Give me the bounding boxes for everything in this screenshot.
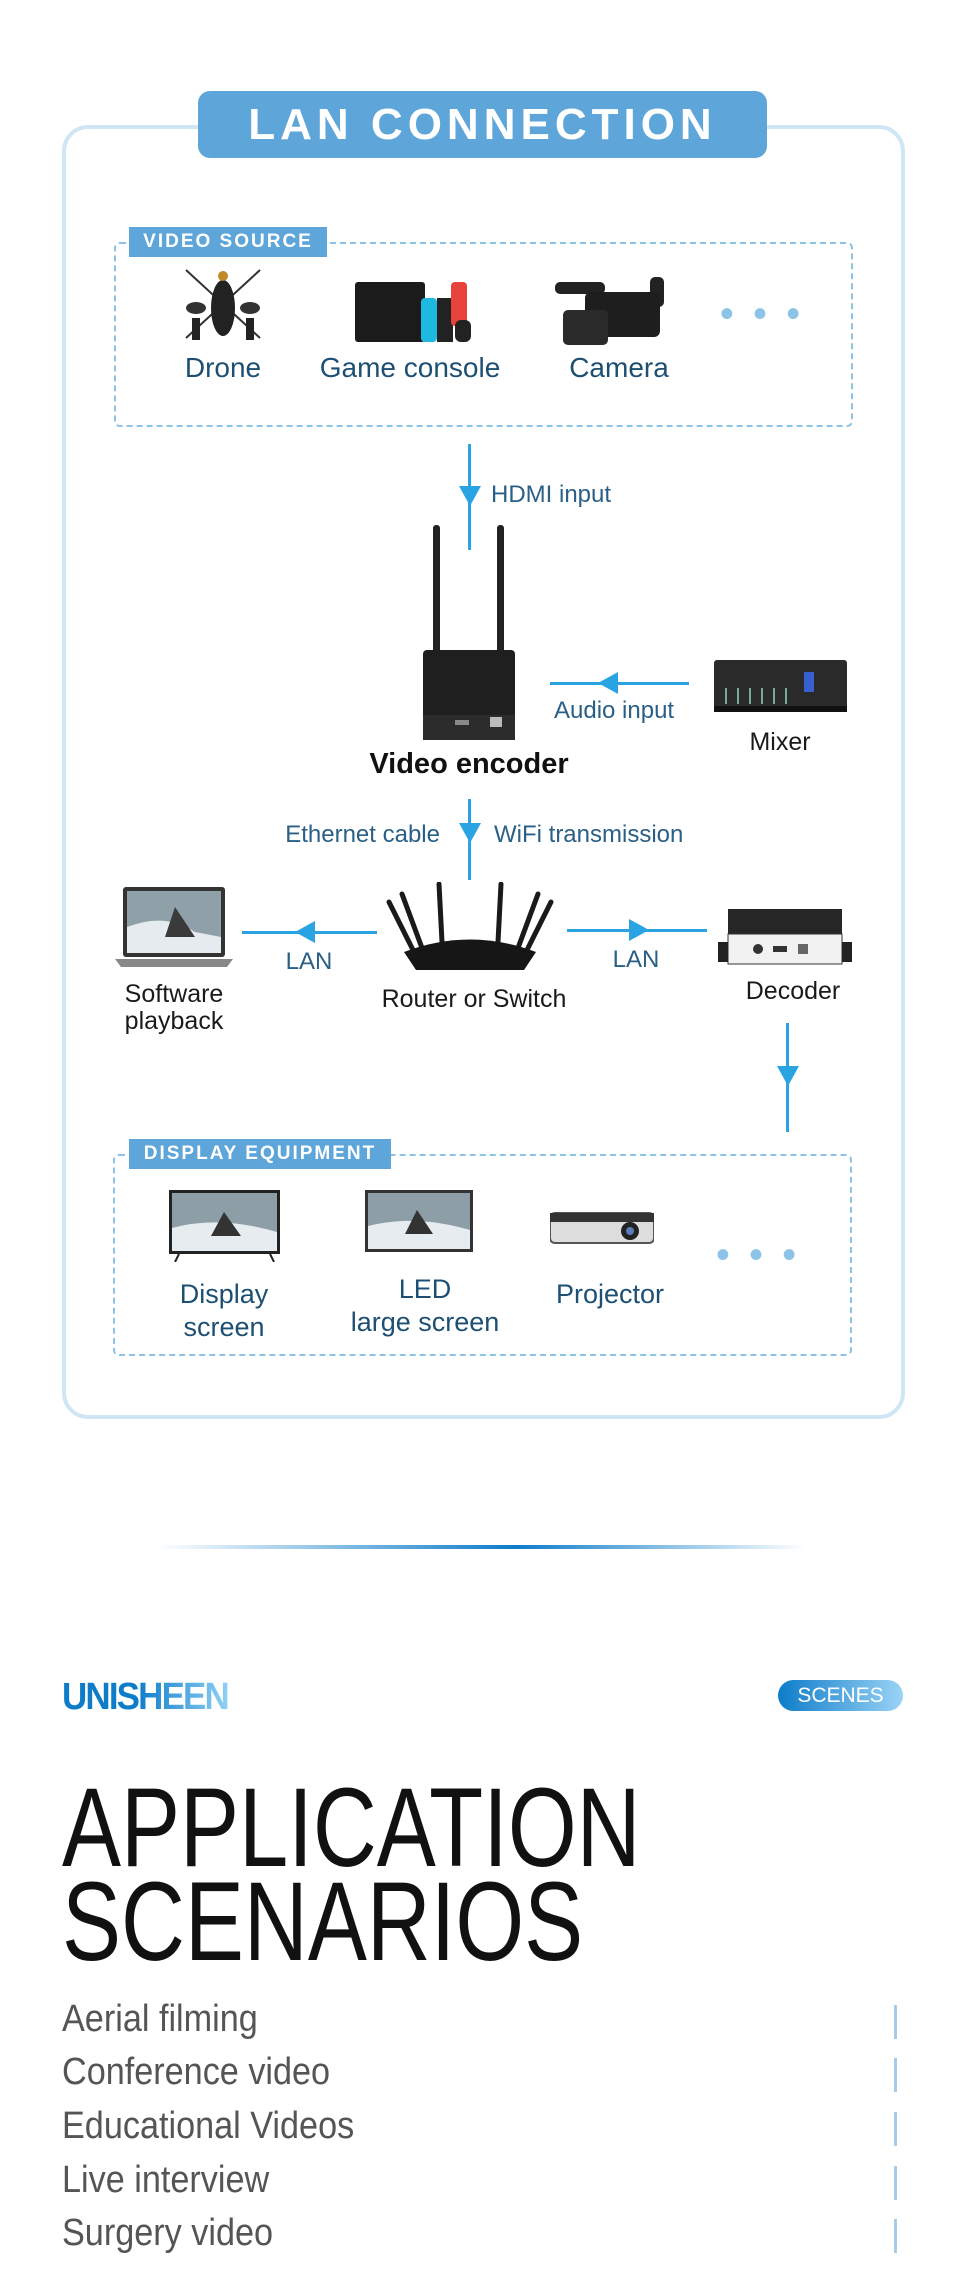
list-divider bbox=[894, 2005, 897, 2039]
display-label-line2: screen bbox=[183, 1312, 265, 1342]
laptop-icon bbox=[115, 887, 233, 967]
mixer-icon bbox=[714, 660, 847, 712]
drone-icon bbox=[185, 269, 261, 340]
scenario-item: Aerial filming bbox=[62, 1998, 258, 2040]
scenes-badge: SCENES bbox=[778, 1680, 903, 1711]
arrow-right-icon bbox=[629, 919, 649, 941]
heading-line2: SCENARIOS bbox=[62, 1859, 584, 1984]
arrow-down-icon bbox=[459, 823, 481, 843]
scenario-item: Live interview bbox=[62, 2159, 270, 2201]
arrow-down-icon bbox=[459, 486, 481, 506]
source-label-camera: Camera bbox=[569, 352, 669, 383]
wifi-label: WiFi transmission bbox=[494, 821, 684, 848]
led-label-line1: LED bbox=[398, 1274, 452, 1304]
heading-line1: APPLICATION bbox=[62, 1765, 641, 1890]
laptop-label-line1: Software bbox=[124, 980, 224, 1008]
lan-right-label: LAN bbox=[612, 946, 660, 973]
led-screen-icon bbox=[365, 1190, 473, 1252]
video-source-group bbox=[114, 242, 853, 427]
decoder-icon bbox=[718, 909, 852, 965]
unisheen-logo: UNISHEEN bbox=[62, 1676, 230, 1718]
router-label: Router or Switch bbox=[381, 985, 567, 1013]
display-screen-icon bbox=[169, 1190, 280, 1262]
projector-icon bbox=[550, 1212, 654, 1244]
audio-label: Audio input bbox=[554, 697, 675, 724]
more-sources-icon: • • • bbox=[719, 292, 805, 336]
game-console-icon bbox=[355, 282, 471, 342]
list-divider bbox=[894, 2219, 897, 2253]
list-divider bbox=[894, 2112, 897, 2146]
router-icon bbox=[386, 882, 554, 970]
list-divider bbox=[894, 2166, 897, 2200]
lan-left-label: LAN bbox=[285, 948, 333, 975]
ethernet-label: Ethernet cable bbox=[285, 821, 440, 848]
arrow-left-icon bbox=[598, 672, 618, 694]
led-label-line2: large screen bbox=[350, 1307, 500, 1337]
laptop-label-line2: playback bbox=[124, 1007, 224, 1035]
audio-connector-line bbox=[550, 682, 689, 685]
video-encoder-icon bbox=[423, 525, 515, 740]
more-displays-icon: • • • bbox=[715, 1233, 801, 1277]
source-label-drone: Drone bbox=[184, 352, 262, 383]
section-title: LAN CONNECTION bbox=[198, 91, 767, 158]
encoder-label: Video encoder bbox=[369, 748, 569, 780]
projector-label: Projector bbox=[555, 1279, 665, 1309]
scenario-item: Surgery video bbox=[62, 2212, 274, 2254]
display-equipment-group bbox=[113, 1154, 852, 1356]
mixer-label: Mixer bbox=[749, 728, 811, 756]
display-label-line1: Display bbox=[179, 1279, 269, 1309]
arrow-down-icon bbox=[777, 1066, 799, 1086]
display-equipment-tag: DISPLAY EQUIPMENT bbox=[129, 1139, 391, 1169]
hdmi-label: HDMI input bbox=[491, 481, 612, 508]
arrow-left-icon bbox=[295, 921, 315, 943]
scenario-item: Educational Videos bbox=[62, 2105, 355, 2147]
scenario-item: Conference video bbox=[62, 2051, 331, 2093]
source-label-game-console: Game console bbox=[319, 352, 501, 383]
video-source-tag: VIDEO SOURCE bbox=[129, 227, 327, 257]
section-divider bbox=[158, 1545, 806, 1549]
decoder-label: Decoder bbox=[745, 977, 841, 1005]
list-divider bbox=[894, 2058, 897, 2092]
camera-icon bbox=[555, 277, 664, 345]
